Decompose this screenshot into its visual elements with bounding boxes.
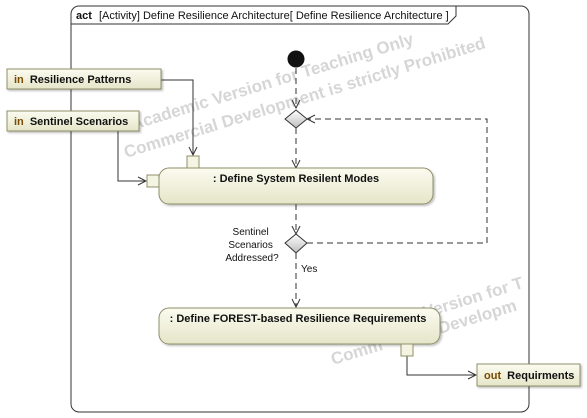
activity-frame: act [Activity] Define Resilience Archite… xyxy=(70,5,530,413)
decision-question-line3: Addressed? xyxy=(225,253,279,264)
param-resilience-patterns-label: in Resilience Patterns xyxy=(14,74,131,86)
action-define-resilient-modes-label: : Define System Resilent Modes xyxy=(213,173,379,185)
decision-node[interactable] xyxy=(284,233,308,254)
flows xyxy=(117,68,488,375)
param-sentinel-scenarios-direction: in xyxy=(14,116,24,128)
yes-guard: Yes xyxy=(301,264,317,275)
param-requirments-name: Requirments xyxy=(507,370,574,382)
param-resilience-patterns-name: Resilience Patterns xyxy=(30,74,132,86)
param-sentinel-scenarios-name: Sentinel Scenarios xyxy=(30,116,128,128)
action-define-resilient-modes[interactable]: : Define System Resilent Modes xyxy=(158,167,434,205)
flow-decision-loop[interactable] xyxy=(307,119,488,244)
frame-title: act [Activity] Define Resilience Archite… xyxy=(76,10,449,22)
param-requirments-label: out Requirments xyxy=(484,370,574,382)
frame-name: [Activity] Define Resilience Architectur… xyxy=(99,10,449,22)
watermark-line2: Commercial Development is strictly Prohi… xyxy=(122,33,488,161)
flow-scenarios-to-pin[interactable] xyxy=(117,131,146,181)
action-define-forest-requirements[interactable]: : Define FOREST-based Resilience Require… xyxy=(158,307,441,345)
flow-patterns-to-pin[interactable] xyxy=(161,79,193,155)
param-requirments-direction: out xyxy=(484,370,501,382)
initial-node[interactable] xyxy=(287,50,305,68)
output-pin-requirements[interactable] xyxy=(400,343,414,357)
frame-keyword: act xyxy=(76,10,92,22)
merge-node[interactable] xyxy=(284,109,308,129)
decision-question: Sentinel Scenarios Addressed? xyxy=(225,227,279,264)
decision-question-line2: Scenarios xyxy=(228,240,272,251)
decision-question-line1: Sentinel xyxy=(233,227,269,238)
input-pin-scenarios[interactable] xyxy=(146,174,160,188)
param-sentinel-scenarios[interactable] xyxy=(6,110,140,132)
param-requirments[interactable] xyxy=(476,363,581,387)
input-pin-patterns[interactable] xyxy=(186,155,200,169)
param-resilience-patterns-direction: in xyxy=(14,74,24,86)
flow-pin-to-requirements-out[interactable] xyxy=(406,356,476,375)
param-resilience-patterns[interactable] xyxy=(6,68,162,90)
param-sentinel-scenarios-label: in Sentinel Scenarios xyxy=(14,116,128,128)
action-define-forest-requirements-label: : Define FOREST-based Resilience Require… xyxy=(170,313,427,325)
